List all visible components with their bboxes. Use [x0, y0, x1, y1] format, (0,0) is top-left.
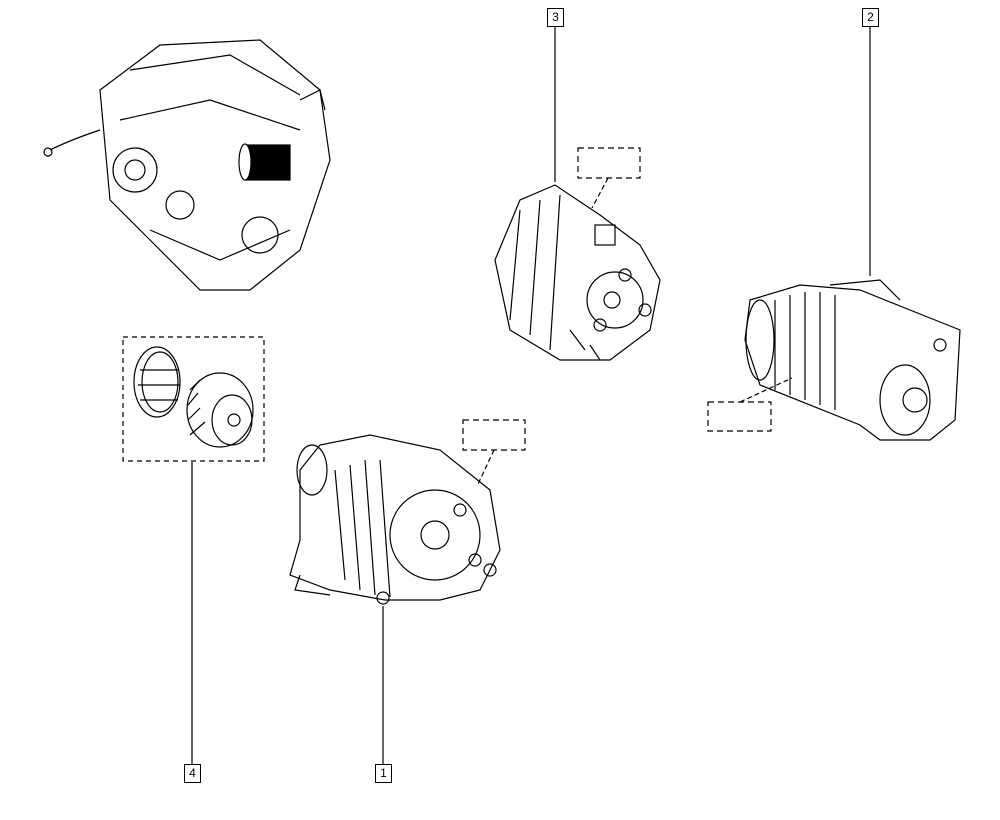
- pulley-kit-illustration: [133, 346, 254, 448]
- engine-illustration: [43, 39, 331, 291]
- kit-box-4: [122, 336, 265, 462]
- starter-illustration: [744, 279, 961, 441]
- reference-box-3: [577, 147, 641, 179]
- callout-4: 4: [184, 764, 201, 783]
- vacuum-pump-illustration: [494, 184, 661, 361]
- callout-2: 2: [862, 8, 879, 27]
- callout-1: 1: [375, 764, 392, 783]
- alternator-illustration: [289, 434, 501, 605]
- reference-box-2: [707, 401, 772, 432]
- callout-3: 3: [547, 8, 564, 27]
- reference-box-1: [462, 419, 526, 451]
